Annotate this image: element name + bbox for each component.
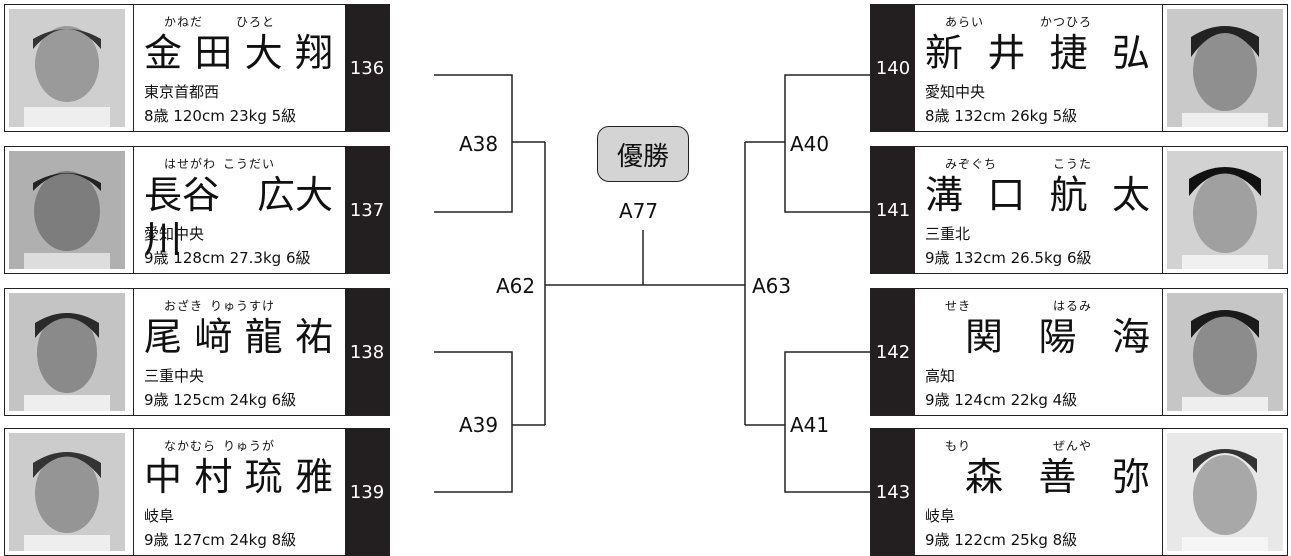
kana-given: はるみ (1053, 297, 1092, 314)
name-char: 陽 (1038, 315, 1076, 359)
match-label-a63: A63 (752, 274, 791, 298)
player-stats: 8歳 132cm 26kg 5級 (925, 105, 1077, 126)
player-photo (9, 293, 125, 411)
name-char: 翔 (295, 31, 333, 75)
player-card-136: かねだ ひろと 金 田 大 翔 東京首都西 8歳 120cm 23kg 5級 13… (4, 4, 390, 132)
player-card-137: はせがわこうだい 長谷川 広 大 愛知中央 9歳 128cm 27.3kg 6級… (4, 146, 390, 274)
player-photo (1167, 151, 1283, 269)
seed-number: 143 (871, 429, 915, 555)
prefecture: 東京首都西 (144, 81, 219, 102)
kana-given: こうた (1053, 155, 1092, 172)
kana-given: ぜんや (1053, 437, 1092, 454)
player-stats: 9歳 128cm 27.3kg 6級 (144, 247, 311, 268)
match-label-a77: A77 (619, 199, 658, 223)
kana-family: なかむら (164, 437, 216, 454)
seed-number: 137 (345, 147, 389, 273)
name-char: 祐 (295, 315, 333, 359)
name-char: 溝 (925, 173, 963, 217)
name-char: 村 (194, 455, 232, 499)
name-char: 森 (965, 455, 1003, 499)
prefecture: 岐阜 (144, 505, 174, 526)
name-char: 関 (965, 315, 1003, 359)
name-char: 航 (1050, 173, 1088, 217)
player-card-139: なかむらりゅうが 中 村 琉 雅 岐阜 9歳 127cm 24kg 8級 139 (4, 428, 390, 556)
name-char: 井 (987, 31, 1025, 75)
seed-number: 141 (871, 147, 915, 273)
player-photo (9, 151, 125, 269)
name-char: 雅 (295, 455, 333, 499)
kana-given: かつひろ (1040, 13, 1092, 30)
player-stats: 9歳 124cm 22kg 4級 (925, 389, 1077, 410)
player-card-141: 141 みぞぐち こうた 溝 口 航 太 三重北 9歳 132cm 26.5kg … (870, 146, 1288, 274)
player-name: 金 田 大 翔 (144, 31, 333, 75)
match-label-a39: A39 (459, 413, 498, 437)
name-char: 海 (1112, 315, 1150, 359)
name-char: 太 (1112, 173, 1150, 217)
seed-number: 138 (345, 289, 389, 415)
kana-family: はせがわ (164, 155, 216, 172)
kana-family: せき (945, 297, 971, 314)
prefecture: 岐阜 (925, 505, 955, 526)
winner-box: 優勝 (597, 126, 689, 182)
match-label-a41: A41 (790, 413, 829, 437)
kana-family: みぞぐち (945, 155, 997, 172)
prefecture: 高知 (925, 365, 955, 386)
name-char: 龍 (245, 315, 283, 359)
player-stats: 8歳 120cm 23kg 5級 (144, 105, 296, 126)
player-photo (1167, 9, 1283, 127)
name-char: 﨑 (194, 315, 232, 359)
kana-given: こうだい (223, 155, 275, 172)
name-char: 新 (925, 31, 963, 75)
player-photo (9, 433, 125, 551)
match-label-a38: A38 (459, 132, 498, 156)
player-name: 森 善 弥 (925, 455, 1150, 499)
kana-given: ひろと (236, 13, 275, 30)
name-char: 口 (987, 173, 1025, 217)
prefecture: 三重北 (925, 223, 970, 244)
player-name: 溝 口 航 太 (925, 173, 1150, 217)
name-char: 金 (144, 31, 182, 75)
player-name: 中 村 琉 雅 (144, 455, 333, 499)
player-stats: 9歳 122cm 25kg 8級 (925, 529, 1077, 550)
match-label-a40: A40 (790, 132, 829, 156)
player-card-140: 140 あらい かつひろ 新 井 捷 弘 愛知中央 8歳 132cm 26kg 5… (870, 4, 1288, 132)
player-photo (1167, 293, 1283, 411)
player-stats: 9歳 125cm 24kg 6級 (144, 389, 296, 410)
player-photo (9, 9, 125, 127)
name-char: 捷 (1050, 31, 1088, 75)
player-stats: 9歳 132cm 26.5kg 6級 (925, 247, 1092, 268)
prefecture: 三重中央 (144, 365, 204, 386)
kana-family: もり (945, 437, 971, 454)
player-card-142: 142 せき はるみ 関 陽 海 高知 9歳 124cm 22kg 4級 (870, 288, 1288, 416)
player-card-138: おざきりゅうすけ 尾 﨑 龍 祐 三重中央 9歳 125cm 24kg 6級 1… (4, 288, 390, 416)
prefecture: 愛知中央 (925, 81, 985, 102)
player-name: 尾 﨑 龍 祐 (144, 315, 333, 359)
player-stats: 9歳 127cm 24kg 8級 (144, 529, 296, 550)
kana-given: りゅうが (223, 437, 275, 454)
seed-number: 142 (871, 289, 915, 415)
player-card-143: 143 もり ぜんや 森 善 弥 岐阜 9歳 122cm 25kg 8級 (870, 428, 1288, 556)
name-char: 弥 (1112, 455, 1150, 499)
player-name: 新 井 捷 弘 (925, 31, 1150, 75)
kana-family: かねだ (164, 13, 203, 30)
seed-number: 140 (871, 5, 915, 131)
name-char: 大 (245, 31, 283, 75)
kana-given: りゅうすけ (210, 297, 275, 314)
name-char: 中 (144, 455, 182, 499)
prefecture: 愛知中央 (144, 223, 204, 244)
player-photo (1167, 433, 1283, 551)
name-char: 琉 (245, 455, 283, 499)
name-char: 弘 (1112, 31, 1150, 75)
name-char: 善 (1038, 455, 1076, 499)
kana-family: おざき (164, 297, 203, 314)
name-char: 田 (194, 31, 232, 75)
seed-number: 139 (345, 429, 389, 555)
seed-number: 136 (345, 5, 389, 131)
match-label-a62: A62 (496, 274, 535, 298)
player-name: 関 陽 海 (925, 315, 1150, 359)
name-char: 尾 (144, 315, 182, 359)
kana-family: あらい (945, 13, 984, 30)
